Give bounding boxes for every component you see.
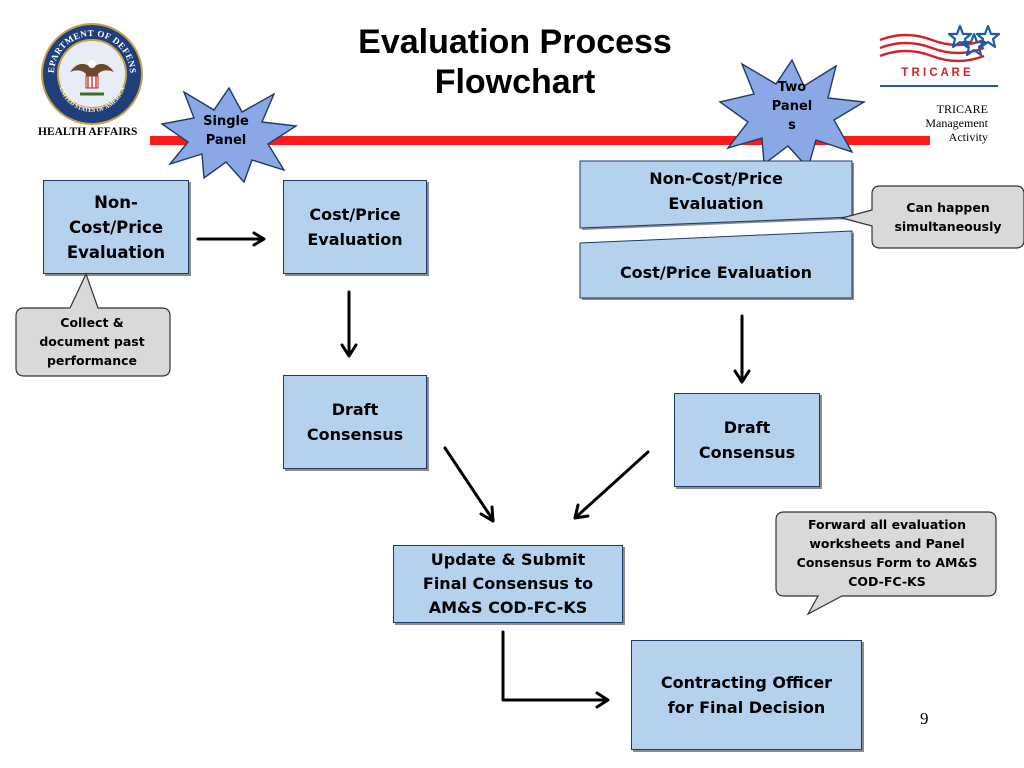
single-line-1: Single: [203, 114, 249, 129]
single-panel-burst: [160, 86, 298, 184]
collect-line-3: performance: [46, 353, 138, 368]
left-noncost-line-2: Cost/Price: [68, 217, 164, 237]
right-cost-label: Cost/Price Evaluation: [619, 262, 813, 282]
arrow-left-cost-to-draft: [340, 290, 358, 358]
update-line-2: Final Consensus to: [422, 574, 594, 593]
simultaneous-callout-text: Can happen simultaneously: [876, 198, 1020, 236]
forward-line-3: Consensus Form to AM&S: [796, 555, 978, 570]
right-noncost-evaluation-box: Non-Cost/Price Evaluation: [580, 162, 852, 220]
tricare-management-activity-label: TRICARE Management Activity: [900, 102, 988, 144]
right-draft-consensus-box: Draft Consensus: [674, 393, 820, 487]
left-draft-line-1: Draft: [331, 400, 379, 419]
right-draft-line-1: Draft: [723, 418, 771, 437]
collect-callout-shape: [15, 272, 171, 377]
two-line-2: Panel: [771, 99, 813, 114]
tma-line-1: TRICARE: [936, 102, 988, 116]
tricare-wordmark: T R I C A R E: [901, 67, 971, 79]
simultaneous-callout-shape: [840, 185, 1024, 249]
simul-line-2: simultaneously: [894, 219, 1002, 234]
health-affairs-label: HEALTH AFFAIRS: [38, 126, 138, 138]
page-title: Evaluation Process Flowchart: [300, 22, 730, 102]
two-panels-burst: [718, 58, 866, 170]
update-submit-final-consensus-box: Update & Submit Final Consensus to AM&S …: [393, 545, 623, 623]
single-line-2: Panel: [205, 133, 247, 148]
two-panels-label: Two Panel s: [752, 78, 832, 135]
title-line-2: Flowchart: [434, 63, 596, 101]
forward-line-1: Forward all evaluation: [807, 517, 966, 532]
page-number: 9: [920, 709, 929, 728]
arrow-update-to-officer: [501, 630, 610, 709]
officer-line-2: for Final Decision: [667, 698, 826, 717]
left-cost-line-1: Cost/Price: [309, 205, 401, 224]
left-cost-evaluation-box: Cost/Price Evaluation: [283, 180, 427, 274]
single-panel-label: Single Panel: [186, 112, 266, 150]
tma-line-2: Management: [925, 116, 988, 130]
collect-line-2: document past: [39, 334, 145, 349]
forward-callout-shape: [775, 511, 997, 616]
red-divider-bar: [150, 136, 930, 145]
collect-line-1: Collect &: [60, 315, 124, 330]
contracting-officer-box: Contracting Officer for Final Decision: [631, 640, 862, 750]
right-noncost-line-1: Non-Cost/Price: [649, 169, 783, 188]
right-cost-evaluation-box: Cost/Price Evaluation: [580, 244, 852, 300]
left-noncost-line-1: Non-: [94, 192, 138, 212]
left-cost-line-2: Evaluation: [307, 230, 403, 249]
right-draft-line-2: Consensus: [698, 443, 796, 462]
left-draft-line-2: Consensus: [306, 425, 404, 444]
title-line-1: Evaluation Process: [358, 23, 672, 61]
two-line-1: Two: [777, 80, 807, 95]
left-noncost-line-3: Evaluation: [66, 242, 166, 262]
update-line-3: AM&S COD-FC-KS: [428, 598, 588, 617]
left-noncost-evaluation-box: Non- Cost/Price Evaluation: [43, 180, 189, 274]
simul-line-1: Can happen: [906, 200, 990, 215]
dod-seal-logo: DEPARTMENT OF DEFENSE UNITED STATES OF A…: [40, 22, 143, 125]
collect-callout-text: Collect & document past performance: [20, 313, 164, 370]
arrow-right-draft-to-update: [573, 450, 650, 520]
tricare-logo: T R I C A R E: [879, 24, 1000, 87]
officer-line-1: Contracting Officer: [660, 673, 833, 692]
right-noncost-line-2: Evaluation: [668, 194, 764, 213]
forward-callout-text: Forward all evaluation worksheets and Pa…: [778, 515, 996, 591]
forward-line-4: COD-FC-KS: [848, 574, 926, 589]
left-draft-consensus-box: Draft Consensus: [283, 375, 427, 469]
update-line-1: Update & Submit: [430, 550, 586, 569]
arrow-noncost-to-cost: [196, 231, 266, 247]
arrow-right-cost-to-draft: [733, 314, 751, 384]
tma-line-3: Activity: [948, 130, 988, 144]
arrow-left-draft-to-update: [443, 446, 495, 523]
forward-line-2: worksheets and Panel: [809, 536, 965, 551]
two-line-3: s: [788, 118, 796, 133]
